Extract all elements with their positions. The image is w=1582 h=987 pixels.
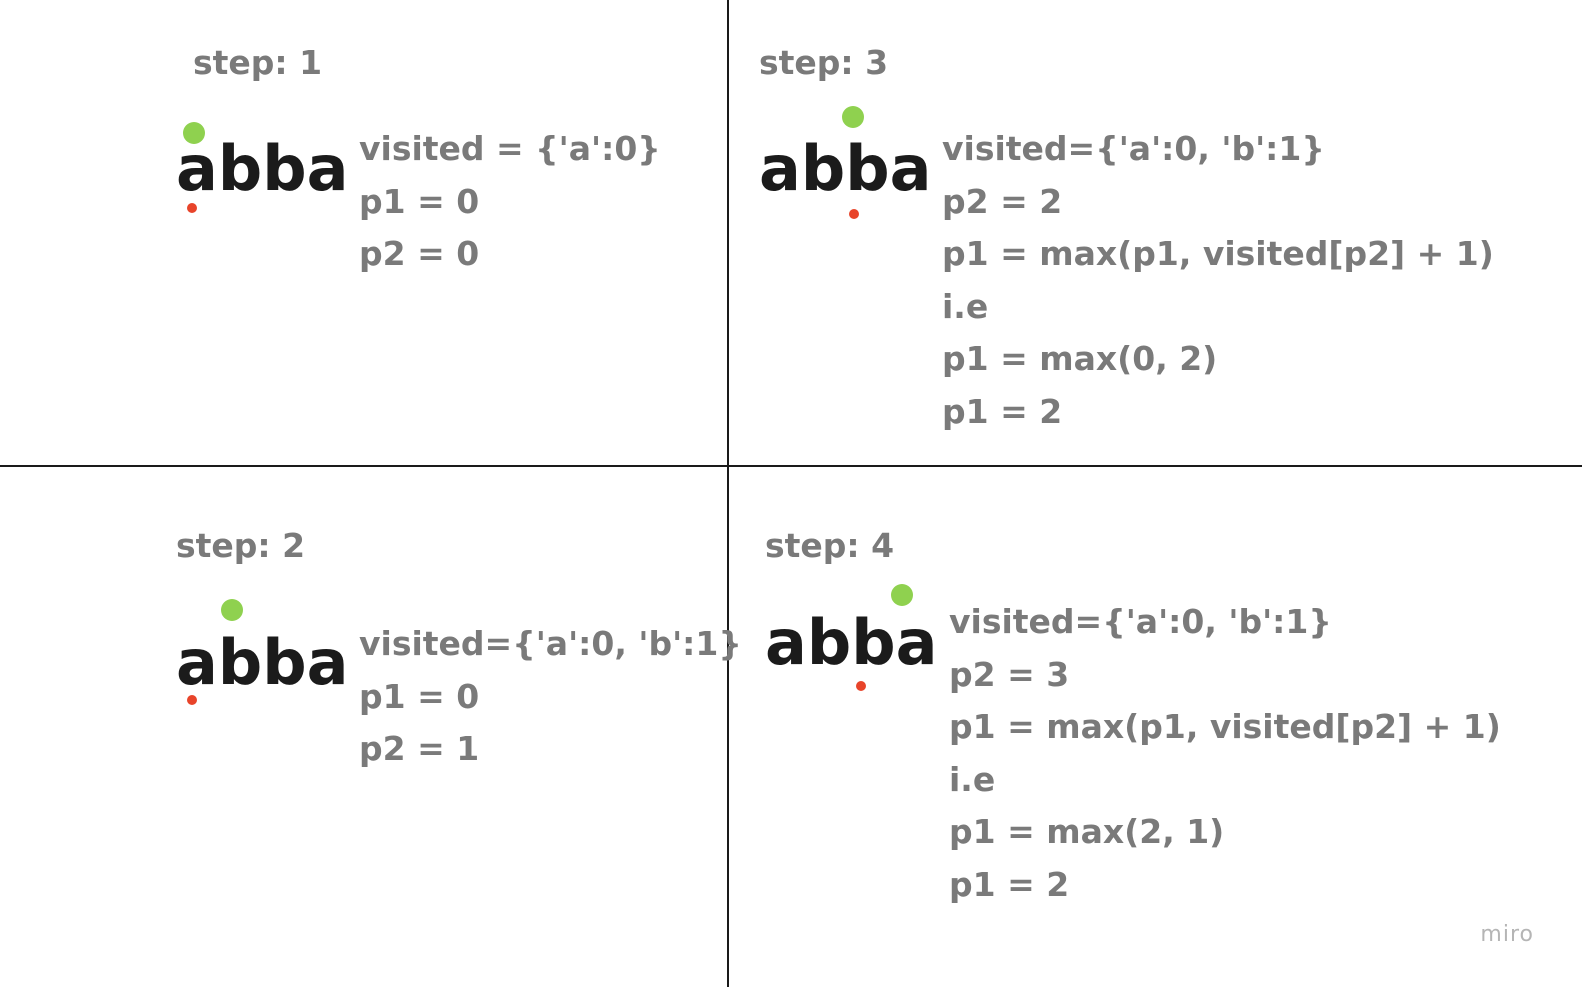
green-pointer-dot — [891, 584, 913, 606]
horizontal-divider — [0, 465, 1582, 467]
string-abba: abba — [765, 606, 938, 679]
green-pointer-dot — [842, 106, 864, 128]
red-pointer-dot — [187, 695, 197, 705]
step-notes: visited={'a':0, 'b':1} p2 = 3 p1 = max(p… — [949, 596, 1501, 911]
green-pointer-dot — [221, 599, 243, 621]
note-line: p1 = max(2, 1) — [949, 812, 1225, 851]
string-abba: abba — [176, 132, 349, 205]
note-line: p1 = 2 — [942, 391, 1063, 431]
string-abba: abba — [759, 132, 932, 205]
miro-watermark: miro — [1480, 922, 1534, 947]
note-line: p2 = 1 — [359, 729, 480, 768]
note-line: visited={'a':0, 'b':1} — [949, 602, 1332, 641]
step-title: step: 1 — [193, 43, 323, 82]
note-line: p1 = 2 — [949, 864, 1070, 904]
vertical-divider — [727, 0, 729, 987]
step-notes: visited = {'a':0} p1 = 0 p2 = 0 — [359, 123, 661, 281]
green-pointer-dot — [183, 122, 205, 144]
note-line: p2 = 0 — [359, 234, 480, 273]
step-notes: visited={'a':0, 'b':1} p1 = 0 p2 = 1 — [359, 618, 742, 776]
step-title: step: 2 — [176, 526, 306, 565]
note-line: p2 = 2 — [942, 181, 1063, 221]
step-title: step: 3 — [759, 43, 889, 82]
string-abba: abba — [176, 626, 349, 699]
note-line: visited = {'a':0} — [359, 129, 661, 168]
note-line: p2 = 3 — [949, 654, 1070, 694]
note-line: p1 = 0 — [359, 181, 480, 221]
red-pointer-dot — [849, 209, 859, 219]
note-line: visited={'a':0, 'b':1} — [942, 129, 1325, 168]
note-line: i.e — [942, 286, 989, 326]
step-title: step: 4 — [765, 526, 895, 565]
red-pointer-dot — [856, 681, 866, 691]
red-pointer-dot — [187, 203, 197, 213]
note-line: p1 = 0 — [359, 676, 480, 716]
note-line: p1 = max(p1, visited[p2] + 1) — [949, 707, 1501, 746]
note-line: p1 = max(0, 2) — [942, 339, 1218, 378]
note-line: i.e — [949, 759, 996, 799]
note-line: p1 = max(p1, visited[p2] + 1) — [942, 234, 1494, 273]
note-line: visited={'a':0, 'b':1} — [359, 624, 742, 663]
step-notes: visited={'a':0, 'b':1} p2 = 2 p1 = max(p… — [942, 123, 1494, 438]
